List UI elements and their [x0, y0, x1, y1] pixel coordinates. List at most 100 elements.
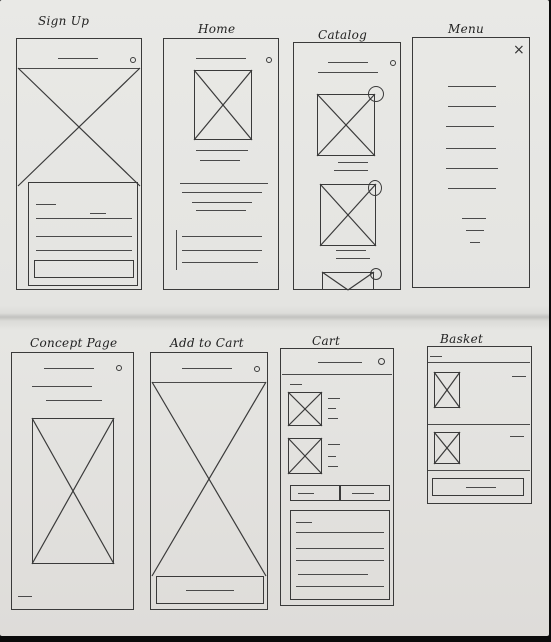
- form-label-line: [296, 522, 312, 524]
- screen-cart: [280, 348, 394, 606]
- form-field-line: [36, 218, 132, 220]
- menu-footer-line: [462, 218, 486, 220]
- text-line: [192, 202, 252, 204]
- form-field-line: [296, 532, 384, 534]
- button-label-line: [298, 493, 314, 495]
- menu-item-line: [446, 126, 494, 128]
- product-label-line: [334, 170, 368, 172]
- vertical-line: [176, 230, 178, 270]
- subtitle-line: [318, 72, 378, 74]
- image-placeholder-cross: [31, 417, 115, 565]
- form-field-line: [296, 548, 384, 550]
- text-line: [180, 183, 268, 185]
- screen-basket: [427, 346, 532, 504]
- basket-item-image: [434, 432, 460, 464]
- form-field-line: [36, 236, 132, 238]
- item-price-line: [512, 376, 526, 378]
- product-image-placeholder: [320, 184, 376, 246]
- item-detail-line: [328, 466, 338, 468]
- image-placeholder-cross: [316, 93, 376, 157]
- header-divider: [428, 362, 530, 364]
- footer-line: [18, 596, 32, 598]
- profile-icon: [254, 366, 260, 372]
- image-placeholder-cross: [433, 431, 461, 465]
- menu-item-line: [446, 168, 498, 170]
- header-title-line: [318, 362, 362, 364]
- cart-item-image: [288, 438, 322, 474]
- image-placeholder: [151, 381, 267, 577]
- product-label-line: [338, 162, 368, 164]
- add-icon: [370, 268, 382, 280]
- screen-title-cart: Cart: [312, 334, 341, 348]
- screen-signup: [16, 38, 142, 290]
- screen-addtocart: [150, 352, 268, 610]
- text-line: [182, 262, 258, 264]
- product-image-placeholder: [317, 94, 375, 156]
- item-price-line: [510, 436, 524, 438]
- form-field-line: [298, 574, 368, 576]
- checkout-button: [432, 478, 524, 496]
- menu-footer-line: [470, 242, 480, 244]
- product-label-line: [336, 250, 366, 252]
- screen-title-signup: Sign Up: [38, 14, 90, 28]
- text-line: [46, 400, 102, 402]
- cart-item-image: [288, 392, 322, 426]
- add-to-cart-button: [156, 576, 264, 604]
- screen-title-addtocart: Add to Cart: [170, 336, 244, 350]
- signup-button: [34, 260, 134, 278]
- text-line: [200, 160, 240, 162]
- menu-footer-line: [466, 230, 484, 232]
- image-placeholder-cross: [433, 371, 461, 409]
- image-placeholder: [32, 418, 114, 564]
- item-detail-line: [328, 408, 336, 410]
- text-line: [182, 236, 262, 238]
- screen-menu: [412, 37, 530, 288]
- item-detail-line: [328, 456, 336, 458]
- profile-icon: [390, 60, 396, 66]
- image-placeholder-cross: [193, 69, 253, 141]
- item-detail-line: [328, 418, 338, 420]
- product-label-line: [336, 258, 370, 260]
- item-detail-line: [328, 444, 340, 446]
- cart-action-button: [340, 485, 390, 501]
- header-title-line: [58, 58, 98, 60]
- profile-icon: [130, 57, 136, 63]
- form-label-line: [36, 204, 56, 206]
- image-placeholder-cross: [321, 271, 375, 291]
- screen-title-catalog: Catalog: [318, 28, 368, 42]
- close-icon: ×: [513, 42, 525, 58]
- form-field-line: [296, 560, 384, 562]
- checkout-panel: [290, 510, 390, 600]
- header-title-line: [182, 368, 232, 370]
- header-title-line: [44, 368, 94, 370]
- button-label-line: [466, 487, 496, 489]
- signup-form-panel: [28, 182, 138, 286]
- screen-title-home: Home: [198, 22, 236, 36]
- paper-fold: [0, 313, 549, 321]
- text-line: [182, 192, 262, 194]
- menu-item-line: [448, 106, 496, 108]
- profile-icon: [266, 57, 272, 63]
- form-field-line: [296, 586, 384, 588]
- header-title-line: [196, 58, 246, 60]
- item-divider: [428, 424, 530, 426]
- profile-icon: [116, 365, 122, 371]
- menu-item-line: [448, 188, 496, 190]
- text-line: [430, 356, 442, 358]
- text-line: [196, 210, 246, 212]
- header-divider: [18, 68, 140, 70]
- add-icon: [368, 180, 382, 196]
- image-placeholder-cross: [287, 437, 323, 475]
- header-divider: [282, 374, 392, 376]
- image-placeholder-cross: [287, 391, 323, 427]
- item-divider: [428, 470, 530, 472]
- image-placeholder-cross: [319, 183, 377, 247]
- form-field-line: [36, 250, 132, 252]
- button-label-line: [352, 493, 374, 495]
- screen-concept: [11, 352, 134, 610]
- basket-item-image: [434, 372, 460, 408]
- text-line: [196, 150, 248, 152]
- menu-item-line: [448, 86, 496, 88]
- screen-title-basket: Basket: [440, 332, 484, 346]
- text-line: [182, 250, 262, 252]
